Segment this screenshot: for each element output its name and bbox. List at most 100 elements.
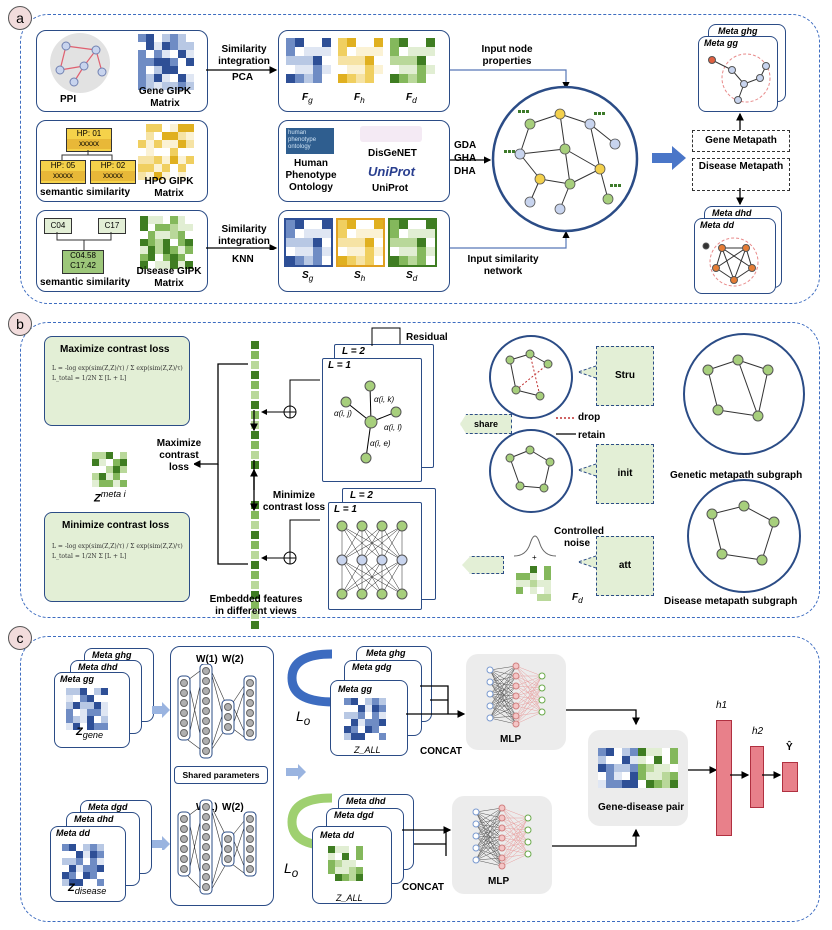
- grid-cell: [358, 698, 365, 705]
- grid-cell: [162, 82, 170, 90]
- encoder-unit: [202, 853, 210, 861]
- grid-cell: [138, 58, 146, 66]
- grid-cell: [76, 879, 83, 886]
- grid-cell: [358, 733, 365, 740]
- grid-cell: [295, 229, 304, 238]
- grid-cell: [390, 256, 399, 265]
- hpo-name-label: Human Phenotype Ontology: [285, 158, 337, 193]
- grid-cell: [304, 74, 313, 83]
- disease-tree-lines: [56, 232, 112, 250]
- mlp-edge: [489, 685, 517, 707]
- grid-cell: [295, 65, 304, 74]
- mlp-edge: [515, 695, 543, 701]
- mlp-edge: [489, 717, 517, 725]
- grid-cell: [140, 246, 148, 254]
- encoder-node: [356, 520, 368, 532]
- mlp-node: [538, 672, 546, 680]
- grid-cell: [178, 58, 186, 66]
- grid-cell: [186, 66, 194, 74]
- encoder-unit: [202, 697, 210, 705]
- grid-cell: [90, 872, 97, 879]
- fd-label: Fd: [406, 92, 417, 105]
- encoder-unit: [246, 845, 254, 853]
- grid-cell: [622, 772, 630, 780]
- grid-cell: [101, 709, 108, 716]
- hp02-label: HP: 02: [100, 161, 126, 170]
- fh-label: Fh: [354, 92, 365, 105]
- embed-cell: [250, 580, 260, 590]
- sim-integration-pca-label: Similarity integration: [218, 44, 270, 67]
- sg-label: Sg: [302, 270, 314, 283]
- c-meta-gdg-label: Meta gdg: [352, 662, 392, 672]
- grid-cell: [147, 231, 155, 239]
- pair-grid: [598, 748, 678, 788]
- mlp-edge: [475, 807, 503, 813]
- c04-node: C04: [44, 218, 72, 234]
- grid-cell: [358, 726, 365, 733]
- grid-cell: [630, 748, 638, 756]
- mlp-edge: [501, 841, 529, 849]
- gat-l2-label: L = 2: [342, 346, 365, 357]
- gda-label: GDA: [454, 140, 477, 151]
- mlp-node: [472, 820, 480, 828]
- grid-cell: [155, 238, 163, 246]
- sim-integration-knn-label: Similarity integration: [218, 224, 270, 247]
- grid-cell: [372, 733, 379, 740]
- hpo-gipk-label: HPO GIPK Matrix: [144, 176, 194, 199]
- grid-cell: [516, 566, 523, 573]
- grid-cell: [328, 867, 335, 874]
- encoder-edge: [361, 525, 403, 561]
- grid-cell: [356, 38, 365, 47]
- grid-cell: [73, 716, 80, 723]
- grid-cell: [162, 223, 170, 231]
- mlp-node: [472, 844, 480, 852]
- grid-cell: [73, 702, 80, 709]
- embed-cell: [250, 380, 260, 390]
- grid-cell: [140, 238, 148, 246]
- encoder-unit: [202, 803, 210, 811]
- encoder-edge: [381, 559, 403, 595]
- mlp-top-network: [486, 662, 546, 728]
- grid-cell: [73, 709, 80, 716]
- noise-label: Controlled noise: [554, 526, 604, 549]
- grid-cell: [365, 65, 374, 74]
- encoder-unit: [180, 699, 188, 707]
- share-arrow: share: [460, 414, 512, 434]
- grid-cell: [170, 74, 178, 82]
- hp02-x: xxxxx: [91, 171, 135, 181]
- grid-cell: [654, 756, 662, 764]
- mlp-edge: [475, 823, 503, 859]
- knn-label: KNN: [232, 254, 254, 265]
- grid-cell: [186, 34, 194, 42]
- grid-cell: [170, 253, 178, 261]
- grid-cell: [399, 38, 408, 47]
- mlp-edge: [489, 693, 517, 707]
- mlp-node: [512, 712, 520, 720]
- mlp-edge: [515, 687, 543, 725]
- grid-cell: [379, 733, 386, 740]
- encoder-unit: [180, 729, 188, 737]
- grid-cell: [76, 865, 83, 872]
- mlp-edge: [489, 669, 517, 717]
- grid-cell: [537, 580, 544, 587]
- grid-cell: [322, 220, 331, 229]
- grid-cell: [286, 74, 295, 83]
- grid-cell: [523, 587, 530, 594]
- grid-cell: [162, 132, 170, 140]
- fg-grid: [286, 38, 331, 83]
- grid-cell: [178, 82, 186, 90]
- grid-cell: [177, 253, 185, 261]
- disease-metapath-box: Disease Metapath: [692, 158, 790, 191]
- grid-cell: [365, 733, 372, 740]
- grid-cell: [670, 764, 678, 772]
- grid-cell: [90, 879, 97, 886]
- grid-cell: [185, 216, 193, 224]
- grid-cell: [155, 216, 163, 224]
- grid-cell: [170, 124, 178, 132]
- grid-cell: [178, 172, 186, 180]
- alpha-ik-label: α(i, k): [374, 395, 394, 404]
- mlp-edge: [475, 835, 503, 859]
- grid-cell: [537, 594, 544, 601]
- grid-cell: [101, 695, 108, 702]
- mlp-edge: [515, 699, 543, 725]
